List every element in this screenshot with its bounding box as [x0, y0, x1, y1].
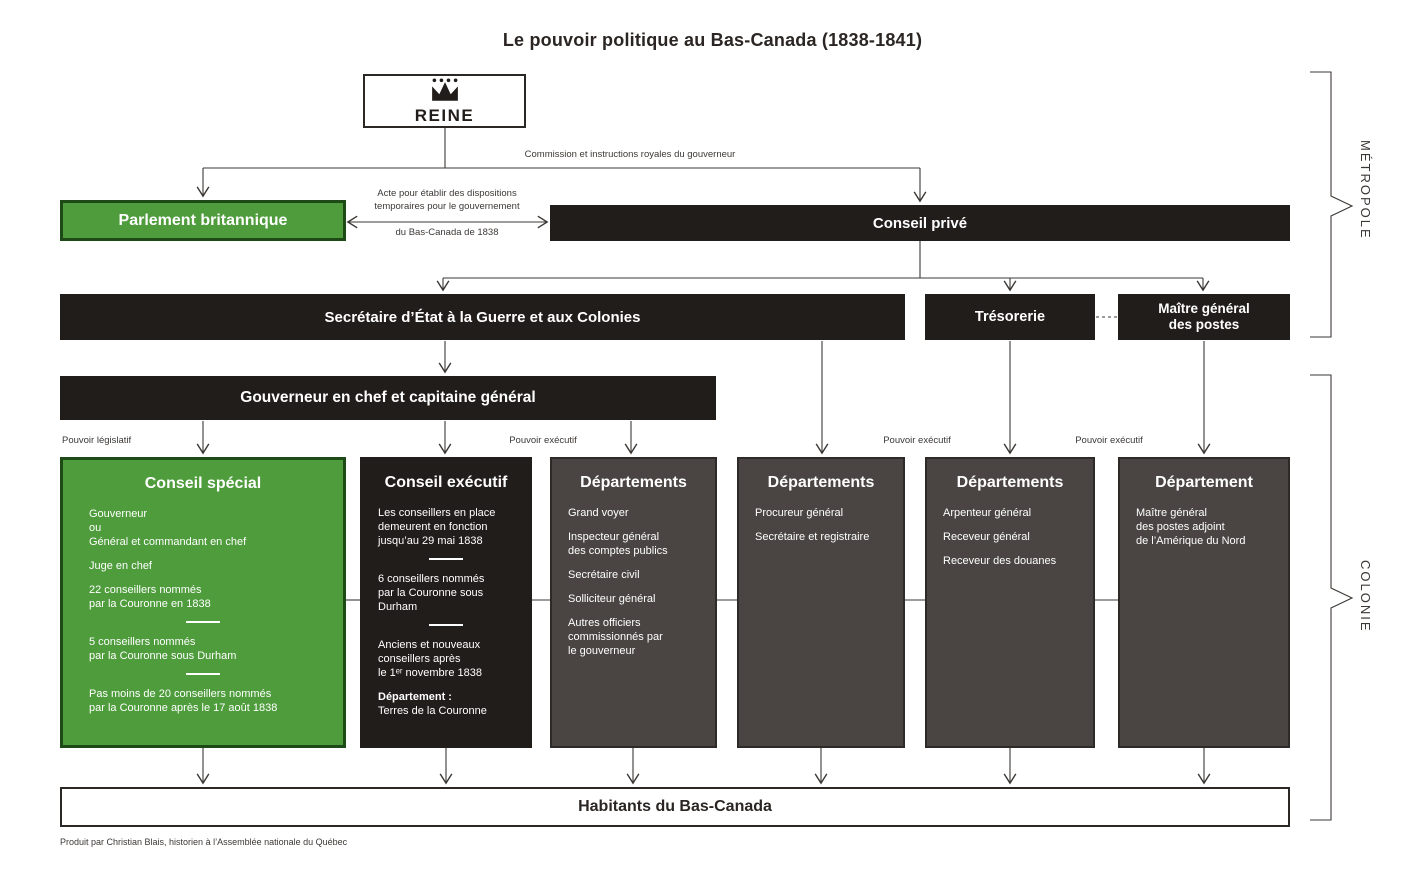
column-text-block: Secrétaire et registraire: [755, 531, 870, 543]
node-habitants-label: Habitants du Bas-Canada: [578, 798, 772, 815]
column-text-block: Autres officiers commissionnés par le go…: [568, 617, 663, 657]
node-gouverneur: Gouverneur en chef et capitaine général: [60, 376, 716, 420]
node-tresorerie-label: Trésorerie: [974, 309, 1046, 325]
metropole-bracket: [1310, 71, 1354, 338]
edge-label-acte-line1: Acte pour établir des dispositions: [377, 188, 517, 199]
edge-label-acte-line2: temporaires pour le gouvernement: [374, 201, 520, 212]
label-pouvoir-executif-3: Pouvoir exécutif: [1075, 435, 1143, 446]
column-body: Gouverneur ou Général et commandant en c…: [63, 507, 343, 715]
node-tresorerie: Trésorerie: [925, 294, 1095, 340]
column-text-block: Juge en chef: [89, 560, 152, 572]
credit-line: Produit par Christian Blais, historien à…: [60, 837, 348, 847]
column-text-block: Solliciteur général: [568, 593, 656, 605]
edge-label-commission: Commission et instructions royales du go…: [524, 149, 736, 160]
list-divider: [186, 621, 220, 623]
column-text-block: Maître général des postes adjoint de l’A…: [1136, 507, 1246, 547]
node-maitre-postes-label: Maître général des postes: [1158, 301, 1250, 332]
column-text-block: Les conseillers en place demeurent en fo…: [378, 507, 496, 547]
diagram-title: Le pouvoir politique au Bas-Canada (1838…: [502, 30, 923, 50]
column-text-block: Procureur général: [755, 507, 844, 519]
node-conseil-executif: Conseil exécutif Les conseillers en plac…: [360, 457, 532, 748]
column-text-block: 5 conseillers nommés par la Couronne sou…: [89, 636, 237, 662]
list-divider: [186, 673, 220, 675]
column-text-block: Grand voyer: [568, 507, 629, 519]
label-colonie: COLONIE: [1358, 560, 1373, 633]
node-reine-label: REINE: [414, 106, 475, 125]
node-parlement-britannique: Parlement britannique: [60, 200, 346, 241]
column-text-block: Inspecteur général des comptes publics: [568, 531, 668, 557]
column-title: Départements: [580, 474, 687, 491]
node-maitre-postes: Maître général des postes: [1118, 294, 1290, 340]
node-departement-4: Département Maître général des postes ad…: [1118, 457, 1290, 748]
column-title: Départements: [767, 474, 875, 491]
column-text-block: Pas moins de 20 conseillers nommés par l…: [89, 688, 278, 714]
list-divider: [429, 558, 463, 560]
column-title: Département: [1155, 474, 1253, 491]
column-text-block: Gouverneur ou Général et commandant en c…: [89, 508, 247, 548]
crown-icon: [431, 78, 458, 101]
column-body: Maître général des postes adjoint de l’A…: [1120, 506, 1288, 548]
column-title: Conseil exécutif: [384, 474, 508, 491]
node-habitants: Habitants du Bas-Canada: [60, 787, 1290, 827]
column-text-block: Receveur général: [943, 531, 1030, 543]
node-reine: REINE: [363, 74, 526, 128]
label-pouvoir-legislatif: Pouvoir législatif: [62, 435, 132, 446]
column-title: Départements: [956, 474, 1064, 491]
node-parlement-label: Parlement britannique: [118, 211, 288, 229]
edge-label-acte-line3: du Bas-Canada de 1838: [395, 227, 499, 238]
column-text-block: Anciens et nouveaux conseillers après le…: [378, 639, 482, 679]
label-pouvoir-executif-1: Pouvoir exécutif: [509, 435, 577, 446]
node-gouverneur-label: Gouverneur en chef et capitaine général: [240, 389, 536, 406]
list-divider: [429, 624, 463, 626]
label-metropole: MÉTROPOLE: [1358, 140, 1373, 240]
colonie-bracket: [1310, 374, 1354, 821]
node-conseil-prive: Conseil privé: [550, 205, 1290, 241]
column-text-block: Arpenteur général: [943, 507, 1032, 519]
column-text-block: Département : Terres de la Couronne: [378, 691, 487, 717]
node-secretaire-etat: Secrétaire d’État à la Guerre et aux Col…: [60, 294, 905, 340]
column-text-block: 22 conseillers nommés par la Couronne en…: [89, 584, 211, 610]
column-body: Les conseillers en place demeurent en fo…: [362, 506, 530, 718]
column-text-block: 6 conseillers nommés par la Couronne sou…: [378, 573, 485, 613]
node-conseil-special: Conseil spécial Gouverneur ou Général et…: [60, 457, 346, 748]
column-title: Conseil spécial: [144, 475, 262, 492]
column-text-block: Secrétaire civil: [568, 569, 640, 581]
label-pouvoir-executif-2: Pouvoir exécutif: [883, 435, 951, 446]
node-conseil-prive-label: Conseil privé: [872, 214, 968, 232]
column-text-block: Receveur des douanes: [943, 555, 1057, 567]
node-secretaire-label: Secrétaire d’État à la Guerre et aux Col…: [324, 308, 641, 326]
